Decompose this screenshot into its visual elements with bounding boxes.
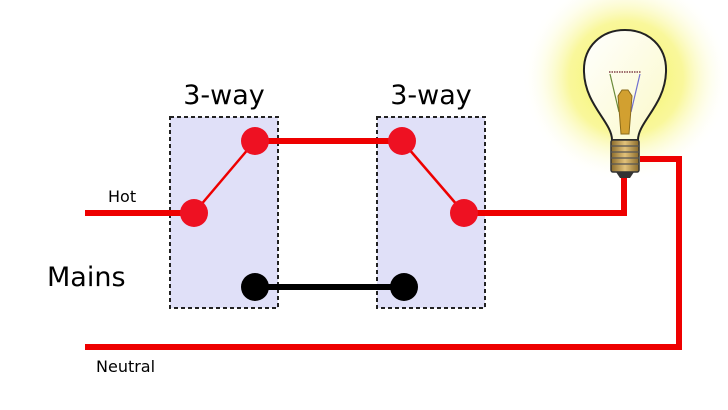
switched-hot-wire <box>464 176 627 216</box>
terminal-left-common <box>180 199 208 227</box>
neutral-wire <box>85 156 682 350</box>
terminal-right-common <box>450 199 478 227</box>
switch-lever-right <box>401 140 465 214</box>
switch-label-left: 3-way <box>183 80 265 111</box>
switch-label-right: 3-way <box>390 80 472 111</box>
switch-lever-left <box>193 140 256 214</box>
hot-label: Hot <box>108 187 136 206</box>
terminal-right-bottom <box>390 273 418 301</box>
terminal-left-bottom <box>241 273 269 301</box>
terminal-left-top <box>241 127 269 155</box>
mains-label: Mains <box>47 262 126 293</box>
neutral-label: Neutral <box>96 357 155 376</box>
light-bulb-icon <box>582 28 668 178</box>
terminal-right-top <box>388 127 416 155</box>
